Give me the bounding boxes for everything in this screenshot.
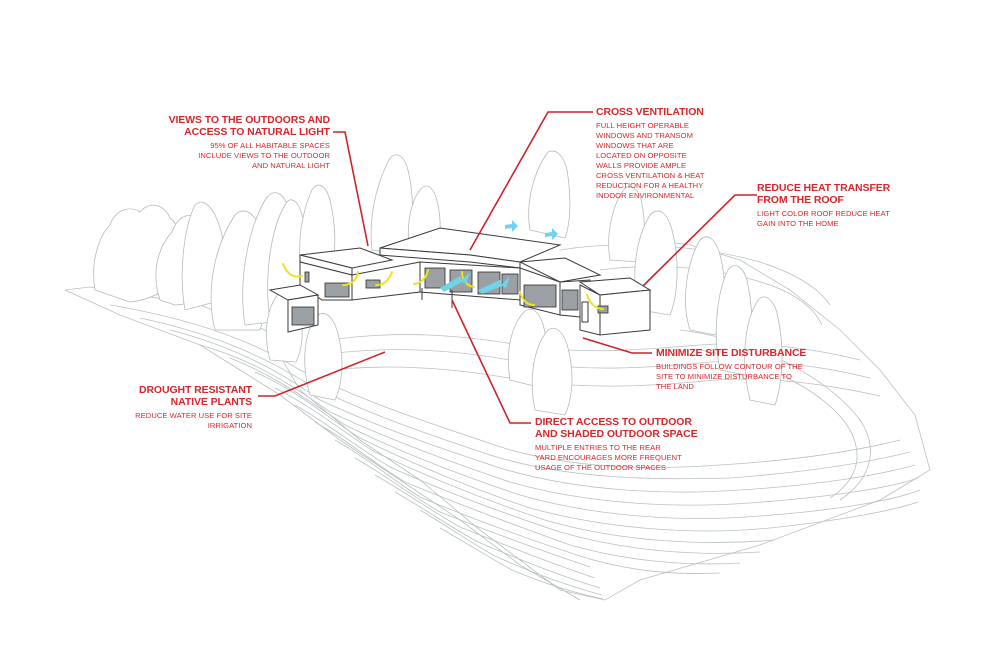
daylight-arrow-icon [342, 271, 359, 286]
airflow-arrow-icon [440, 272, 470, 292]
leader-lines [258, 111, 757, 424]
house [268, 227, 652, 336]
annotation-description: LIGHT COLOR ROOF REDUCE HEAT GAIN INTO T… [757, 209, 890, 228]
airflow-arrow-icon [478, 276, 510, 294]
leader-cross-ventilation [469, 111, 593, 251]
leader-roof [642, 194, 757, 287]
airflow-arrows [440, 220, 558, 294]
annotation-views: VIEWS TO THE OUTDOORS AND ACCESS TO NATU… [130, 114, 331, 171]
annotation-outdoor-space: DIRECT ACCESS TO OUTDOOR AND SHADED OUTD… [535, 416, 735, 473]
daylight-arrows [282, 263, 604, 310]
daylight-arrow-icon [413, 269, 429, 285]
annotation-title: DROUGHT RESISTANT NATIVE PLANTS [138, 384, 252, 408]
annotation-roof: REDUCE HEAT TRANSFER FROM THE ROOF LIGHT… [757, 182, 917, 229]
annotation-title: REDUCE HEAT TRANSFER FROM THE ROOF [757, 182, 891, 206]
annotation-title: DIRECT ACCESS TO OUTDOOR AND SHADED OUTD… [535, 416, 698, 440]
annotation-description: REDUCE WATER USE FOR SITE IRRIGATION [135, 411, 252, 430]
daylight-arrow-icon [519, 291, 535, 306]
leader-outdoor [451, 299, 531, 424]
airflow-arrow-icon [505, 220, 518, 232]
leader-site [582, 337, 652, 354]
leader-plants [258, 351, 386, 397]
daylight-arrow-icon [375, 271, 393, 286]
daylight-arrow-icon [282, 263, 303, 278]
annotation-title: MINIMIZE SITE DISTURBANCE [656, 347, 807, 359]
annotation-description: MULTIPLE ENTRIES TO THE REAR YARD ENCOUR… [535, 443, 682, 472]
annotation-description: FULL HEIGHT OPERABLE WINDOWS AND TRANSOM… [596, 121, 705, 200]
annotation-site-disturbance: MINIMIZE SITE DISTURBANCE BUILDINGS FOLL… [656, 347, 846, 392]
annotation-description: 95% OF ALL HABITABLE SPACES INCLUDE VIEW… [198, 141, 330, 170]
daylight-arrow-icon [586, 294, 604, 310]
annotation-description: BUILDINGS FOLLOW CONTOUR OF THE SITE TO … [656, 362, 803, 391]
annotation-title: VIEWS TO THE OUTDOORS AND ACCESS TO NATU… [168, 114, 331, 138]
site-terrain [64, 234, 931, 601]
airflow-arrow-icon [545, 228, 558, 240]
leader-views [333, 131, 369, 247]
annotation-cross-ventilation: CROSS VENTILATION FULL HEIGHT OPERABLE W… [596, 106, 756, 201]
annotation-title: CROSS VENTILATION [596, 106, 704, 118]
annotation-plants: DROUGHT RESISTANT NATIVE PLANTS REDUCE W… [100, 384, 252, 431]
